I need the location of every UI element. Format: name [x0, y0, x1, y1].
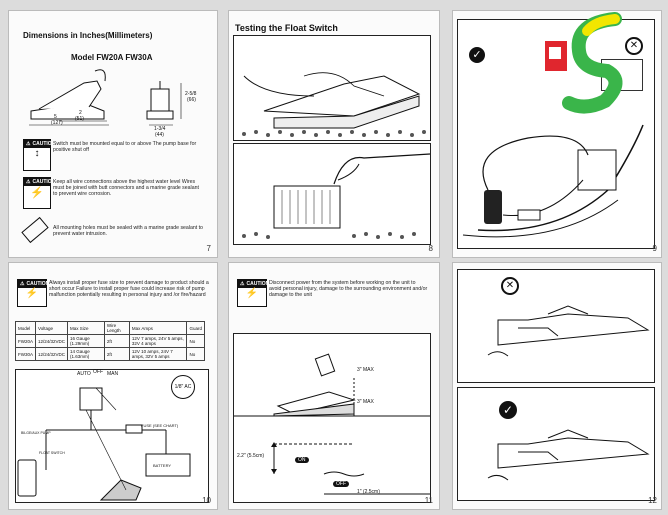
cell: 12/24/32VDC — [35, 334, 69, 348]
dim-height-mm: (66) — [187, 97, 196, 103]
disconnect-caution-text: Disconnect power from the system before … — [269, 280, 428, 298]
col-wire-length: Wire Length — [103, 321, 130, 335]
switch-height-icon: ↕ — [34, 148, 40, 159]
check-icon: ✓ — [469, 47, 485, 63]
fuse-size-badge: 1/8" AC — [171, 375, 195, 399]
page-number: 7 — [206, 244, 211, 253]
cell: 2ft — [103, 334, 130, 348]
dim-height: 2-5/8 — [185, 91, 197, 97]
dim-length: 5 — [54, 114, 57, 120]
max-angle-label: 3" MAX — [357, 367, 374, 373]
table-row: FW20A 12/24/32VDC 16 Gauge (1.29mm) 2ft … — [14, 334, 205, 348]
dim-base: 1-3/4 — [154, 126, 166, 132]
float-test-lower-frame — [233, 143, 431, 245]
page-number: 11 — [424, 496, 433, 505]
page-number: 12 — [648, 496, 657, 505]
cross-icon: ✕ — [625, 37, 643, 55]
switch-off-label: OFF — [93, 369, 103, 375]
boat-wrong-frame — [457, 269, 655, 383]
fuse-caution-text: Always install proper fuse size to preve… — [49, 280, 209, 298]
dimensions-title: Dimensions in Inches(Millimeters) — [23, 31, 153, 40]
cell: 14 Gauge (1.63mm) — [67, 347, 105, 361]
cell: 12V 10 amps, 24V 7 amps, 32V 5 amps — [128, 347, 188, 361]
watermark-logo — [545, 12, 623, 114]
warning-icon: ⚠ — [26, 179, 31, 185]
page-number: 10 — [202, 496, 211, 505]
installation-frame — [457, 19, 655, 249]
height-diagram-frame — [233, 333, 431, 503]
electric-hazard-icon: ⚡ — [30, 187, 44, 199]
dim-length-mm: (127) — [51, 120, 63, 126]
page-7: Dimensions in Inches(Millimeters) Model … — [8, 10, 218, 258]
page-9: ✓ ✕ 9 — [452, 10, 662, 258]
dim-width: 2 — [79, 110, 82, 116]
page-11: ⚠CAUTION ⚡ Disconnect power from the sys… — [228, 262, 440, 510]
disconnect-caution-box: ⚠CAUTION ⚡ — [237, 279, 269, 307]
page-number: 8 — [428, 244, 433, 253]
model-title: Model FW20A FW30A — [71, 53, 153, 62]
col-model: Model — [14, 321, 37, 335]
cross-icon: ✕ — [501, 277, 519, 295]
page-12: ✕ ✓ 12 — [452, 262, 662, 510]
off-height-label: 1" (2.5cm) — [357, 489, 380, 495]
caution-2-text: Keep all wire connections above the high… — [53, 179, 199, 197]
testing-title: Testing the Float Switch — [235, 23, 338, 33]
table-row: FW30A 12/24/32VDC 14 Gauge (1.63mm) 2ft … — [14, 347, 205, 361]
col-max-size: Max Size — [67, 321, 105, 335]
off-badge: OFF — [333, 481, 349, 487]
switch-man-label: MAN — [107, 371, 119, 377]
cell: 2ft — [103, 347, 130, 361]
cell: FW30A — [14, 347, 37, 361]
fuse-label: FUSE (SEE CHART) — [141, 423, 179, 428]
cell: 16 Gauge (1.29mm) — [67, 334, 105, 348]
warning-icon: ⚠ — [26, 141, 31, 147]
float-test-upper-frame — [233, 35, 431, 141]
caution-box-2: ⚠CAUTION ⚡ — [23, 177, 55, 209]
switch-auto-label: AUTO — [77, 371, 91, 377]
fuse-table: Model Voltage Max Size Wire Length Max A… — [14, 321, 205, 361]
fuse-caution-box: ⚠CAUTION ⚡ — [17, 279, 49, 307]
caution-box-1: ⚠CAUTION ↕ — [23, 139, 55, 171]
electric-hazard-icon: ⚡ — [245, 288, 259, 299]
battery-label: BATTERY — [153, 463, 172, 468]
warning-icon: ⚠ — [240, 281, 245, 287]
cell: No — [186, 347, 205, 361]
electric-hazard-icon: ⚡ — [25, 288, 39, 299]
dim-width-mm: (51) — [75, 116, 84, 122]
boat-correct-frame — [457, 387, 655, 501]
cell: No — [186, 334, 205, 348]
on-height-label: 2.2" (5.5cm) — [237, 453, 265, 459]
cell: 12/24/32VDC — [35, 347, 69, 361]
col-guard: Guard — [186, 321, 205, 335]
warning-icon: ⚠ — [20, 281, 25, 287]
page-number: 9 — [652, 244, 657, 253]
page-10: ⚠CAUTION ⚡ Always install proper fuse si… — [8, 262, 218, 510]
col-max-amps: Max Amps — [128, 321, 188, 335]
mounting-note: All mounting holes must be sealed with a… — [53, 225, 203, 237]
cell: 12V 7 amps, 24V 5 amps, 32V 4 amps — [128, 334, 188, 348]
cell: FW20A — [14, 334, 37, 348]
on-badge: ON — [295, 457, 309, 463]
col-voltage: Voltage — [35, 321, 69, 335]
bilge-pump-label: BILGE/AUX PUMP — [21, 431, 51, 435]
pump-dimension-drawing — [29, 69, 182, 126]
dim-base-mm: (44) — [155, 132, 164, 138]
max-height-label: 3" MAX — [357, 399, 374, 405]
caution-1-text: Switch must be mounted equal to or above… — [53, 141, 197, 153]
sealant-tube-icon — [21, 216, 49, 244]
check-icon: ✓ — [499, 401, 517, 419]
float-switch-label: FLOAT SWITCH — [39, 451, 65, 455]
page-8: Testing the Float Switch — [228, 10, 440, 258]
